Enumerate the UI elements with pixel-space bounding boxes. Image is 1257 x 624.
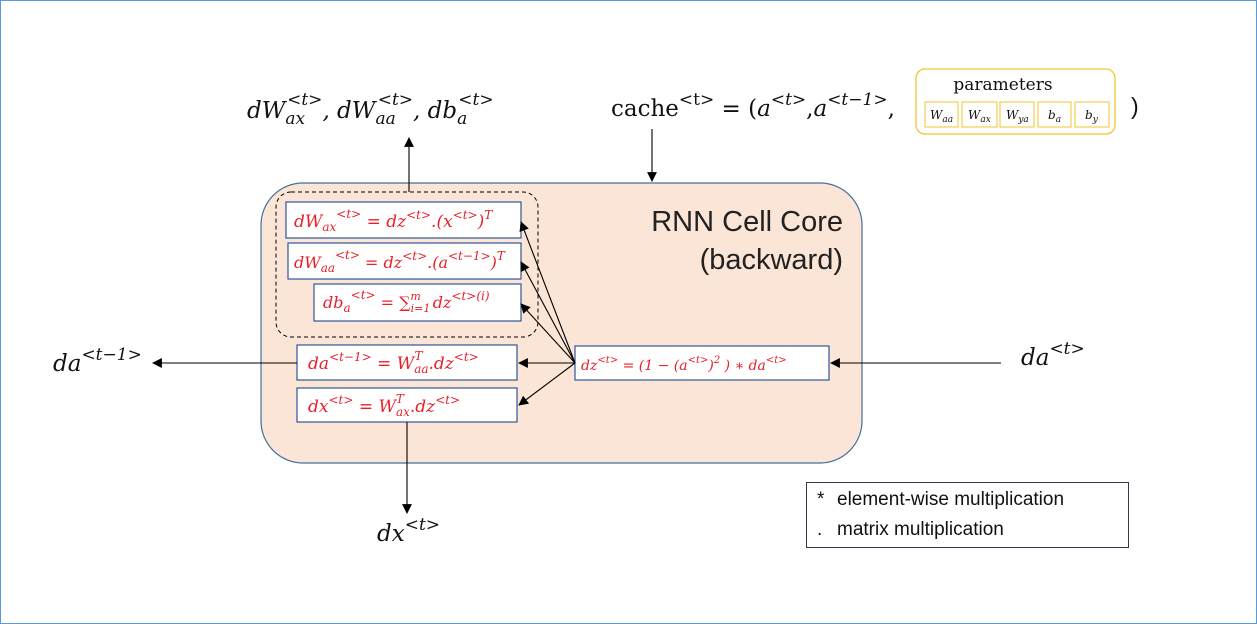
- legend-box: * element-wise multiplication . matrix mul…: [806, 482, 1129, 548]
- label-dx: dx<t>: [377, 515, 440, 547]
- arrow-dz-to-dWax: [519, 221, 576, 364]
- legend-symbol-elementwise: *: [817, 489, 825, 510]
- label-da: da<t>: [1021, 339, 1085, 371]
- core-title-line2: (backward): [700, 244, 843, 276]
- param-cell-Wya: [999, 101, 1035, 128]
- legend-text-elementwise: element-wise multiplication: [837, 489, 1065, 510]
- param-cell-by: [1074, 101, 1110, 128]
- label-cache: cache<t> = (a<t>,a<t−1>,: [611, 90, 895, 122]
- eq-dWax: dWax<t> = dz<t>.(x<t>)T: [294, 207, 493, 234]
- arrow-dz-to-dWaa: [520, 261, 576, 364]
- weight-grad-group: [275, 191, 539, 338]
- arrow-dz-to-dba: [520, 303, 576, 364]
- label-da-prev: da<t−1>: [53, 345, 142, 377]
- eq-dba-box: [313, 283, 522, 322]
- parameter-cells: [924, 101, 1110, 128]
- eq-da-prev-box: [296, 344, 518, 381]
- eq-dWaa-box: [287, 242, 522, 280]
- legend-row-elementwise: * element-wise multiplication: [817, 489, 1064, 511]
- legend-symbol-matrix: .: [817, 519, 823, 540]
- parameters-label: parameters: [953, 75, 1052, 95]
- param-cell-Wax: [961, 101, 998, 128]
- legend-text-matrix: matrix multiplication: [837, 519, 1004, 540]
- param-cell-ba: [1037, 101, 1072, 128]
- eq-dz-box: [574, 345, 830, 381]
- eq-dz: dz<t> = (1 − (a<t>)2 ) ∗ da<t>: [581, 355, 787, 374]
- legend-row-matrix: . matrix multiplication: [817, 519, 1004, 541]
- arrow-dz-to-dx: [518, 362, 576, 406]
- param-cell-Waa: [924, 101, 959, 128]
- dz-arrows: [152, 129, 1001, 514]
- label-cache-close: ): [1131, 93, 1139, 119]
- eq-dx-box: [296, 387, 518, 423]
- core-title-line1: RNN Cell Core: [651, 206, 843, 238]
- eq-dWax-box: [285, 201, 522, 239]
- label-weight-grads: dWax<t>, dWaa<t>, dba<t>: [247, 90, 494, 129]
